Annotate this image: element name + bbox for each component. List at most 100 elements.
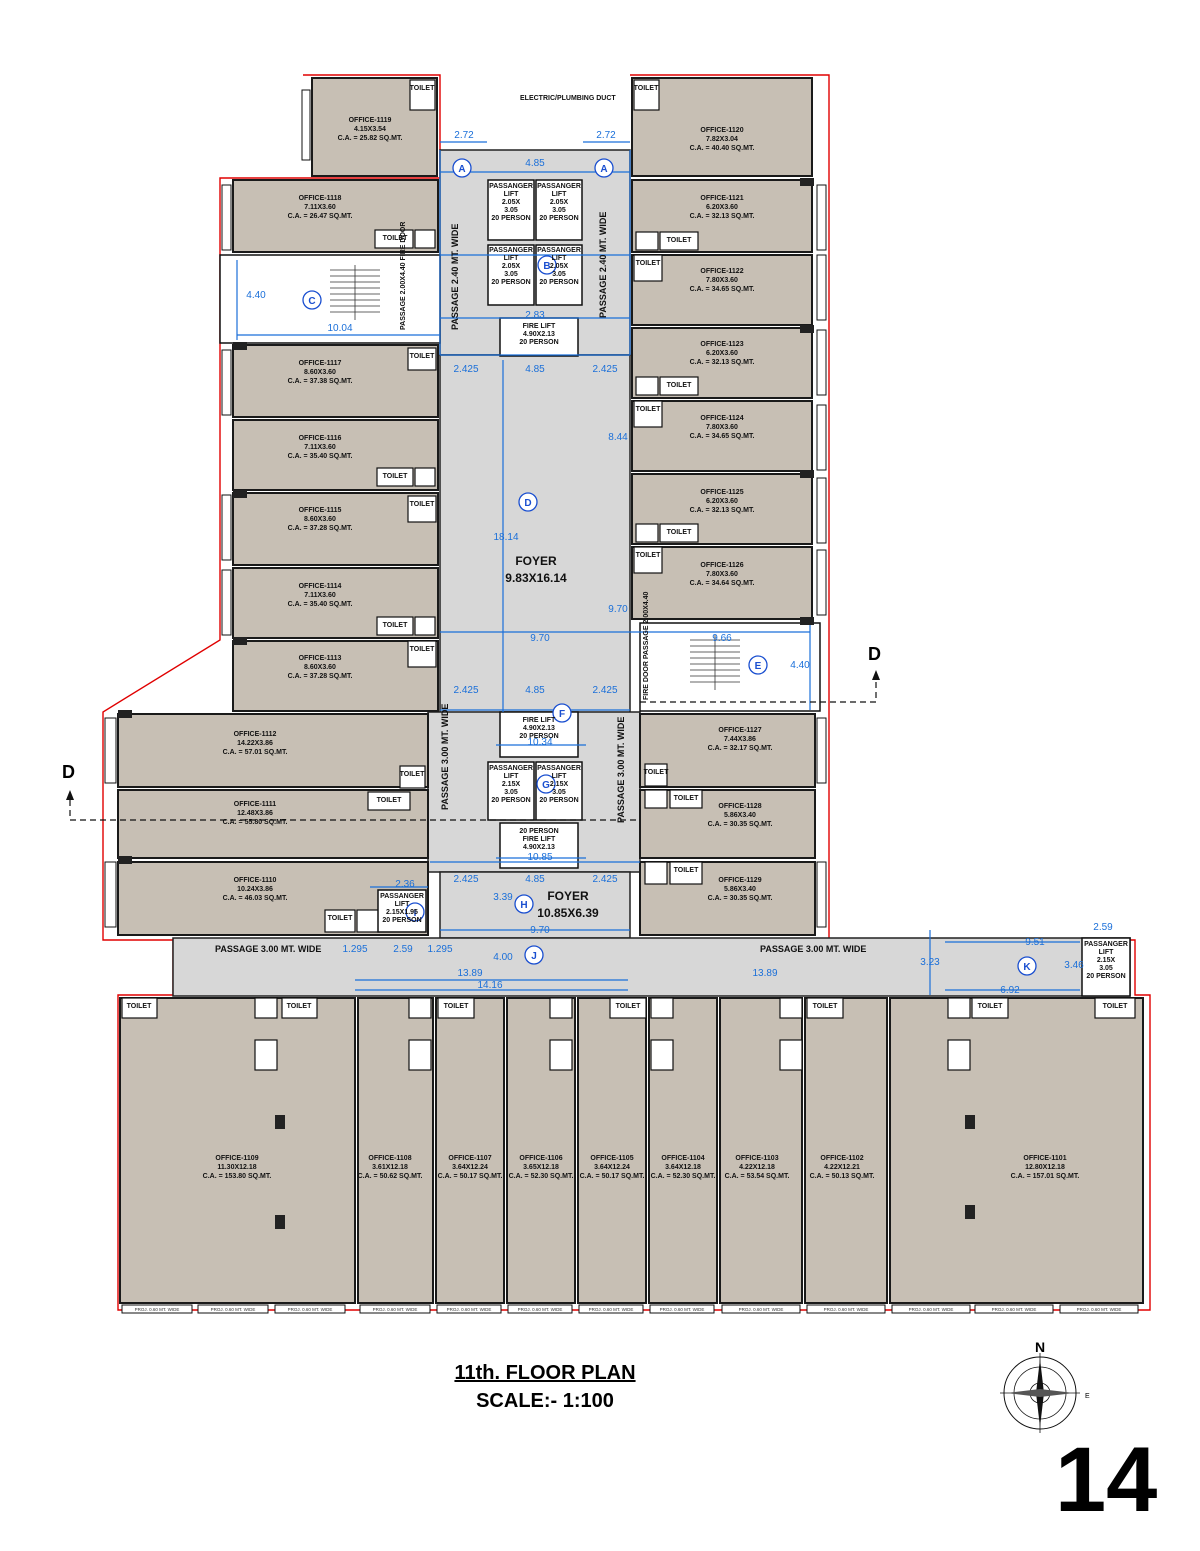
dimension-label: 9.70 bbox=[530, 925, 550, 936]
grid-marker-circle bbox=[514, 894, 534, 914]
toilet-label: TOILET bbox=[636, 552, 661, 559]
dimension-label: 2.36 bbox=[395, 879, 415, 890]
dimension-label: 2.59 bbox=[1093, 922, 1113, 933]
dimension-label: 9.70 bbox=[608, 604, 628, 615]
office-size: 8.60X3.60 bbox=[304, 369, 336, 376]
dimension-label: 3.23 bbox=[920, 957, 940, 968]
toilet-label: TOILET bbox=[410, 646, 435, 653]
lift-label: LIFT bbox=[504, 773, 519, 780]
dimension-label: 8.44 bbox=[608, 432, 628, 443]
office-1120 bbox=[631, 77, 813, 177]
office-1101 bbox=[889, 997, 1144, 1304]
foyer-lower-size: 10.85X6.39 bbox=[537, 906, 599, 920]
lift-label: 20 PERSON bbox=[491, 797, 530, 804]
compass-e: E bbox=[1085, 1393, 1090, 1400]
grid-marker-circle bbox=[518, 492, 538, 512]
office-name: OFFICE-1126 bbox=[700, 562, 743, 569]
office-size: 3.65X12.18 bbox=[523, 1164, 559, 1171]
toilet-label: TOILET bbox=[667, 382, 692, 389]
projection-label: PROJ. 0.60 MT. WIDE bbox=[909, 1307, 954, 1312]
stair-e bbox=[639, 622, 821, 712]
dimension-label: 2.425 bbox=[592, 685, 617, 696]
lift-label: 4.90X2.13 bbox=[523, 725, 555, 732]
grid-marker-text: K bbox=[1023, 962, 1031, 973]
office-name: OFFICE-1115 bbox=[299, 507, 342, 514]
office-name: OFFICE-1106 bbox=[519, 1155, 562, 1162]
office-size: 6.20X3.60 bbox=[706, 498, 738, 505]
duct-label: ELECTRIC/PLUMBING DUCT bbox=[520, 95, 616, 102]
lift-label: LIFT bbox=[1099, 949, 1114, 956]
grid-marker-text: G bbox=[542, 780, 550, 791]
dimension-label: 1.295 bbox=[342, 944, 367, 955]
dimension-label: 2.425 bbox=[453, 874, 478, 885]
office-area: C.A. = 37.38 SQ.MT. bbox=[288, 378, 353, 385]
projection-label: PROJ. 0.60 MT. WIDE bbox=[992, 1307, 1037, 1312]
toilet-label: TOILET bbox=[674, 795, 699, 802]
lift-label: 2.15X1.95 bbox=[386, 909, 418, 916]
office-size: 7.11X3.60 bbox=[304, 592, 336, 599]
office-area: C.A. = 157.01 SQ.MT. bbox=[1011, 1173, 1080, 1180]
grid-marker-circle bbox=[524, 945, 544, 965]
office-area: C.A. = 52.30 SQ.MT. bbox=[651, 1173, 716, 1180]
dimension-label: 1.295 bbox=[427, 944, 452, 955]
lift-label: 3.05 bbox=[504, 207, 518, 214]
office-name: OFFICE-1116 bbox=[299, 435, 342, 442]
office-area: C.A. = 50.13 SQ.MT. bbox=[810, 1173, 875, 1180]
lift-label: FIRE LIFT bbox=[523, 323, 556, 330]
office-area: C.A. = 32.13 SQ.MT. bbox=[690, 213, 755, 220]
office-size: 8.60X3.60 bbox=[304, 664, 336, 671]
office-name: OFFICE-1121 bbox=[700, 195, 743, 202]
office-size: 3.61X12.18 bbox=[372, 1164, 408, 1171]
dimension-label: 4.85 bbox=[525, 364, 545, 375]
office-1107 bbox=[435, 997, 505, 1304]
toilet-label: TOILET bbox=[328, 915, 353, 922]
lift-label: LIFT bbox=[552, 191, 567, 198]
toilet-label: TOILET bbox=[616, 1003, 641, 1010]
lift-label: PASSANGER bbox=[380, 893, 424, 900]
grid-marker-a: A bbox=[594, 158, 614, 178]
dimension-label: 6.92 bbox=[1000, 985, 1020, 996]
lift-label: 20 PERSON bbox=[519, 733, 558, 740]
toilet-label: TOILET bbox=[644, 769, 669, 776]
office-size: 3.64X12.24 bbox=[594, 1164, 630, 1171]
grid-marker-text: D bbox=[524, 498, 531, 509]
lift-label: 20 PERSON bbox=[539, 215, 578, 222]
office-name: OFFICE-1122 bbox=[700, 268, 743, 275]
lift-label: 3.05 bbox=[552, 271, 566, 278]
lift-label: PASSANGER bbox=[489, 183, 533, 190]
plan-title: 11th. FLOOR PLAN bbox=[454, 1362, 636, 1384]
office-area: C.A. = 37.28 SQ.MT. bbox=[288, 673, 353, 680]
office-size: 7.44X3.86 bbox=[724, 736, 756, 743]
office-1105 bbox=[577, 997, 647, 1304]
grid-marker-circle bbox=[302, 290, 322, 310]
toilet-blocks bbox=[121, 79, 1136, 1071]
office-size: 14.22X3.86 bbox=[237, 740, 273, 747]
lift-label: FIRE LIFT bbox=[523, 717, 556, 724]
grid-marker-a: A bbox=[452, 158, 472, 178]
foyer-lower-name: FOYER bbox=[547, 889, 589, 903]
office-area: C.A. = 52.30 SQ.MT. bbox=[509, 1173, 574, 1180]
section-mark-right: D bbox=[868, 644, 881, 664]
toilet-label: TOILET bbox=[377, 797, 402, 804]
passage-left-mid: PASSAGE 3.00 MT. WIDE bbox=[440, 704, 450, 810]
projection-label: PROJ. 0.60 MT. WIDE bbox=[288, 1307, 333, 1312]
lift-label: 20 PERSON bbox=[519, 828, 558, 835]
projection-label: PROJ. 0.60 MT. WIDE bbox=[660, 1307, 705, 1312]
lift-label: 3.05 bbox=[504, 789, 518, 796]
projection-label: PROJ. 0.60 MT. WIDE bbox=[447, 1307, 492, 1312]
lift-label: LIFT bbox=[504, 191, 519, 198]
office-size: 7.80X3.60 bbox=[706, 424, 738, 431]
toilet-label: TOILET bbox=[1103, 1003, 1128, 1010]
office-name: OFFICE-1117 bbox=[299, 360, 342, 367]
projection-label: PROJ. 0.60 MT. WIDE bbox=[1077, 1307, 1122, 1312]
lift-label: 2.15X bbox=[1097, 957, 1116, 964]
grid-marker-k: K bbox=[1017, 956, 1037, 976]
projection-label: PROJ. 0.60 MT. WIDE bbox=[518, 1307, 563, 1312]
office-size: 7.80X3.60 bbox=[706, 277, 738, 284]
office-area: C.A. = 50.17 SQ.MT. bbox=[580, 1173, 645, 1180]
office-1112 bbox=[117, 713, 429, 788]
office-area: C.A. = 34.65 SQ.MT. bbox=[690, 433, 755, 440]
dimension-label: 10.85 bbox=[527, 852, 552, 863]
stair-c-treads bbox=[330, 265, 380, 320]
